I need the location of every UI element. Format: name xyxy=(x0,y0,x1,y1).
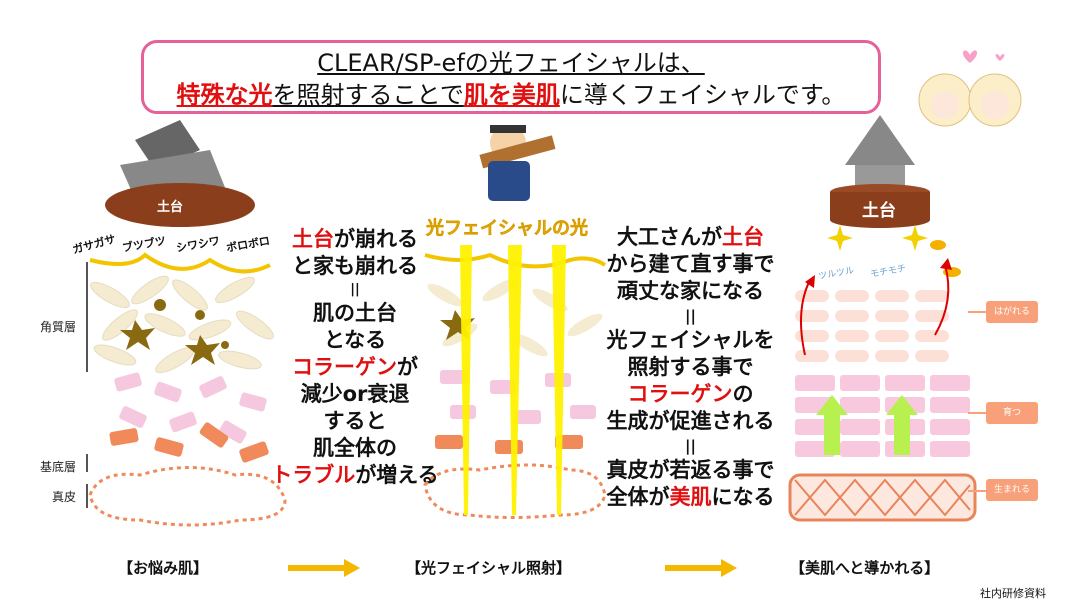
layer-label-basal: 基底層 xyxy=(40,460,77,474)
title-box: CLEAR/SP-efの光フェイシャルは、 特殊な光を照射することで肌を美肌に導… xyxy=(141,40,881,114)
soil-pile-icon xyxy=(105,183,255,227)
healthy-skin-illustration xyxy=(788,115,977,522)
small-heart-icon xyxy=(995,54,1005,61)
title-line-1: CLEAR/SP-efの光フェイシャルは、 xyxy=(317,49,705,77)
tag-connector-grow xyxy=(968,412,986,414)
title-highlight-skin: 肌を美肌 xyxy=(463,81,560,109)
light-treatment-illustration xyxy=(423,125,607,519)
damaged-skin-illustration xyxy=(88,120,287,527)
title-line-2: 特殊な光を照射することで肌を美肌に導くフェイシャルです。 xyxy=(144,79,878,111)
middle-explanation: 土台が崩れる と家も崩れる || 肌の土台 となる コラーゲンが 減少or衰退 … xyxy=(271,227,439,487)
carpenter-icon xyxy=(479,125,556,201)
title-text-b: を照射することで xyxy=(272,81,464,109)
footer-problem-skin: 【お悩み肌】 xyxy=(118,559,209,577)
stratum-range-line xyxy=(86,262,88,372)
left-foundation-label: 土台 xyxy=(157,200,184,215)
title-highlight-light: 特殊な光 xyxy=(176,81,273,109)
happy-women-illustration xyxy=(918,50,1022,127)
tag-connector-peel xyxy=(968,311,986,313)
tag-grow: 育つ xyxy=(986,402,1038,424)
growth-arrow-icons xyxy=(816,395,918,455)
footer-beautiful-skin: 【美肌へと導かれる】 xyxy=(790,559,940,577)
layer-label-dermis: 真皮 xyxy=(52,490,77,504)
broken-roof-icon xyxy=(135,120,200,170)
right-explanation: 大工さんが土台 から建て直す事で 頑丈な家になる || 光フェイシャルを 照射す… xyxy=(606,225,775,509)
heart-icon xyxy=(962,50,978,63)
flow-arrow-2 xyxy=(665,559,737,577)
layer-label-stratum: 角質層 xyxy=(40,320,77,334)
flow-arrow-1 xyxy=(288,559,360,577)
tag-connector-born xyxy=(968,490,986,492)
dermis-range-line xyxy=(86,484,88,508)
tag-peel: はがれる xyxy=(986,301,1038,323)
tag-born: 生まれる xyxy=(986,479,1038,501)
footer-light-treatment: 【光フェイシャル照射】 xyxy=(406,559,572,577)
right-foundation-label: 土台 xyxy=(862,201,896,221)
light-heading: 光フェイシャルの光 xyxy=(426,218,589,240)
light-beam-icons xyxy=(460,245,566,515)
house-roof-icon xyxy=(845,115,915,165)
credit-label: 社内研修資料 xyxy=(980,587,1046,600)
title-text-d: に導くフェイシャルです。 xyxy=(559,81,846,109)
basal-range-line xyxy=(86,454,88,472)
